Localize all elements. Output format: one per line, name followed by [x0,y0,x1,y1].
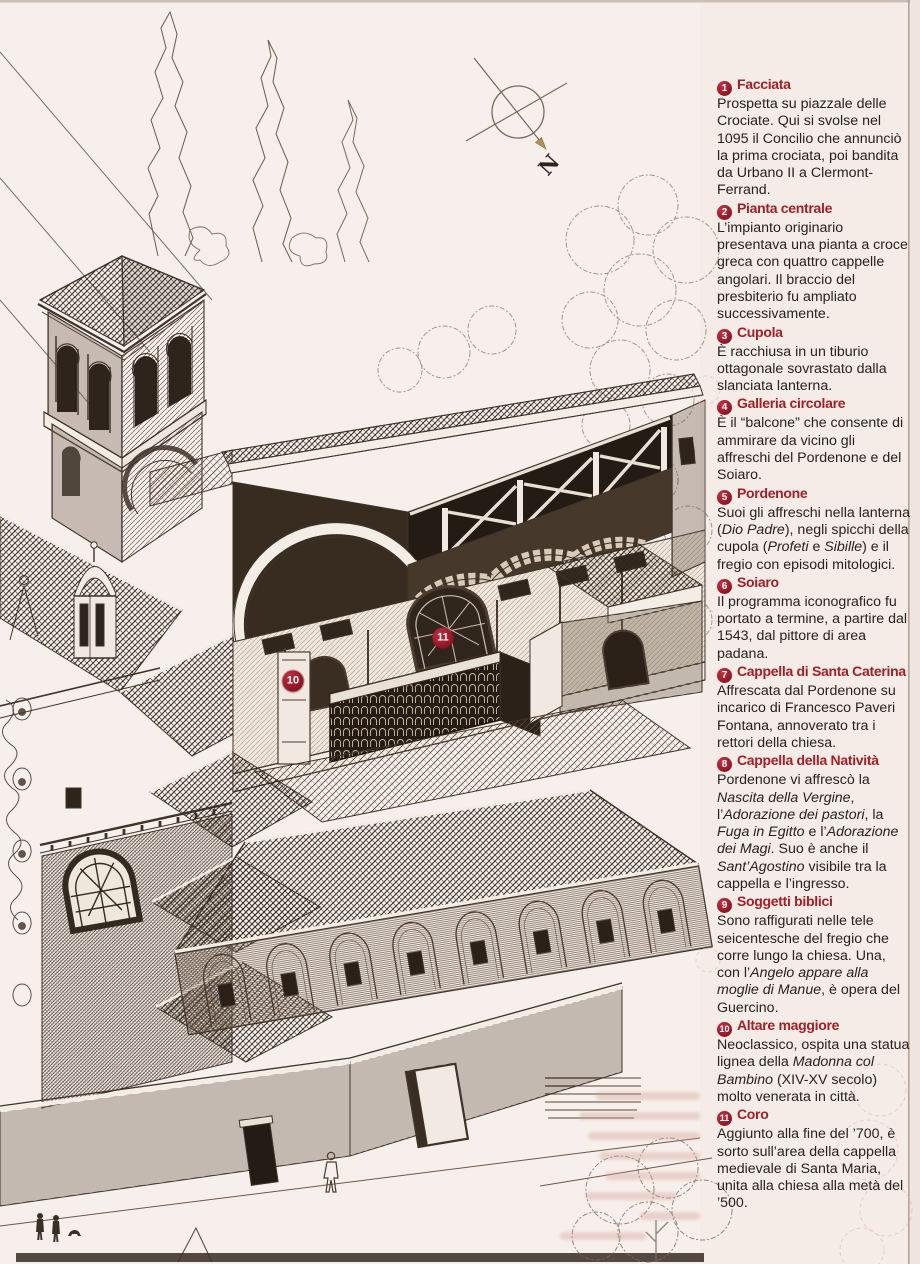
legend-entry-title: Soiaro [737,573,779,590]
legend-entry-description: Neoclassico, ospita una statua lignea de… [717,1037,910,1105]
legend-entry-6: 6 Soiaro Il programma iconografico fu port… [717,574,911,663]
legend-entry-description: È il “balcone” che consente di ammirare … [717,415,904,484]
south-wing [173,788,713,1119]
legend-entry-title: Altare maggiore [737,1017,840,1034]
page-margin [910,0,920,1264]
courtyard-walls [0,982,623,1207]
roof-lantern [73,541,117,659]
legend-entry-heading: 4 Galleria circolare [717,395,911,416]
legend-entry-heading: 7 Cappella di Santa Caterina [717,663,911,684]
legend-entry-heading: 3 Cupola [717,324,911,344]
compass-north-arrow [534,137,547,150]
legend-entry-number-badge: 7 [717,668,732,684]
legend-entry-heading: 1 Facciata [717,76,911,96]
legend-entry-heading: 6 Soiaro [717,574,911,594]
legend-column-background [700,0,920,1264]
legend-entry-title: Facciata [737,76,791,92]
legend-entry-number-badge: 1 [717,81,732,96]
legend-entry-number-badge: 8 [717,757,732,773]
people-figures [36,1151,339,1242]
cypress-trees [147,10,370,267]
legend-entry-number-badge: 4 [717,400,732,416]
legend-entry-heading: 10 Altare maggiore [717,1017,911,1038]
legend-entry-heading: 2 Pianta centrale [717,200,911,220]
legend-entry-4: 4 Galleria circolare È il “balcone” che co… [717,395,911,484]
legend-entry-heading: 11 Coro [717,1106,911,1127]
show-through-scribbles [691,375,913,1264]
east-chapels [529,399,706,725]
legend-entry-title: Cappella della Natività [737,752,879,769]
legend-entry-description: L’impianto originario presentava una pia… [717,219,908,323]
legend-entry-title: Pianta centrale [737,199,833,216]
legend-entry-title: Coro [737,1106,769,1123]
legend-entry-number-badge: 6 [717,578,732,594]
legend-entry-description: Suoi gli affreschi nella lanterna (Dio P… [717,504,910,573]
legend-entry-title: Soggetti biblici [737,893,833,910]
tree-bottom-right [571,1137,733,1263]
legend-entry-number-badge: 11 [717,1111,732,1127]
bell-tower [37,255,207,564]
legend-entry-heading: 9 Soggetti biblici [717,893,911,914]
legend-entry-title: Pordenone [737,484,808,501]
legend-entry-number-badge: 3 [717,328,732,344]
legend-entry-description: È racchiusa in un tiburio ottagonale sov… [717,343,887,395]
ground [0,1137,713,1263]
legend-entry-heading: 5 Pordenone [717,485,911,505]
page-top-edge [0,0,920,3]
legend-entry-title: Cappella di Santa Caterina [737,663,906,680]
legend-entry-description: Sono raffigurati nelle tele seicentesche… [717,913,900,1016]
legend-entry-number-badge: 5 [717,489,732,505]
legend-entry-3: 3 Cupola È racchiusa in un tiburio ottagon… [717,324,911,396]
legend-entry-number-badge: 9 [717,898,732,914]
legend-entry-description: Pordenone vi affrescò la Nascita della V… [717,772,899,892]
show-through-text [560,1092,700,1240]
legend-entry-number-badge: 2 [717,204,732,220]
legend-entry-description: Prospetta su piazzale delle Crociate. Qu… [717,96,902,199]
page-right-edge [908,0,910,1264]
legend-entry-title: Cupola [737,323,783,340]
legend-entry-title: Galleria circolare [737,395,846,412]
legend-entry-description: Il programma iconografico fu portato a t… [717,593,908,662]
legend-entry-description: Aggiunto alla fine del ’700, è sorto sul… [717,1126,904,1212]
legend-entry-number-badge: 10 [717,1022,732,1038]
legend-entry-description: Affrescata dal Pordenone su incarico di … [717,683,896,751]
legend-entry-heading: 8 Cappella della Natività [717,752,911,773]
